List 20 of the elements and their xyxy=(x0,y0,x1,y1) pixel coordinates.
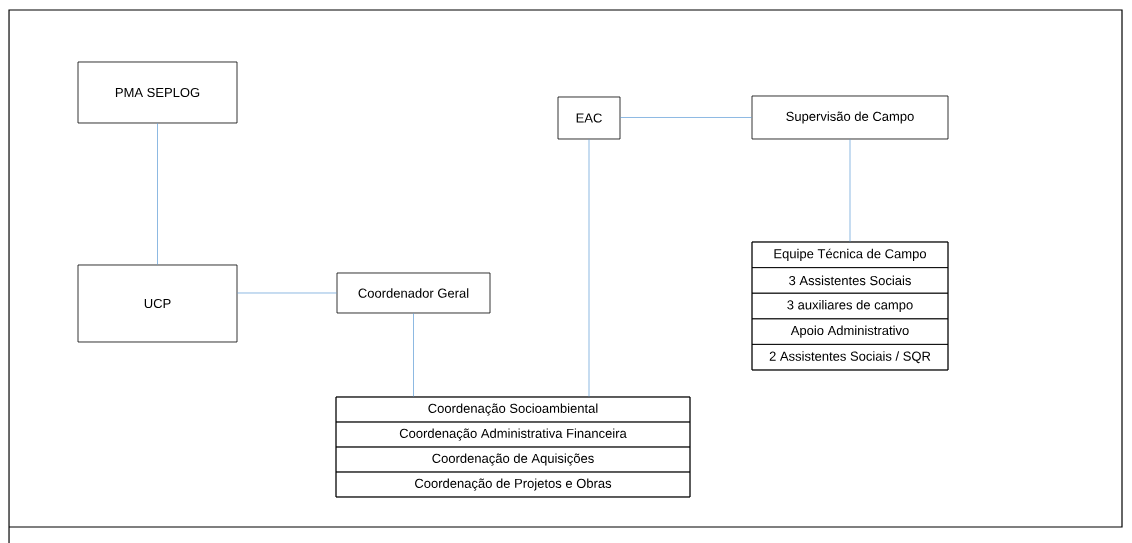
connector-line xyxy=(237,292,337,294)
org-box: PMA SEPLOG xyxy=(77,61,238,124)
table-row: 2 Assistentes Sociais / SQR xyxy=(751,344,949,371)
connector-line xyxy=(588,139,590,397)
table-row: Equipe Técnica de Campo xyxy=(751,241,949,268)
table-row: Coordenação Administrativa Financeira xyxy=(335,421,691,448)
org-box: Coordenador Geral xyxy=(336,272,491,314)
connector-line xyxy=(157,123,158,265)
table-row: Apoio Administrativo xyxy=(751,318,949,345)
table-row: Coordenação de Aquisições xyxy=(335,446,691,473)
org-box: UCP xyxy=(77,264,238,343)
table-row: 3 auxiliares de campo xyxy=(751,292,949,320)
org-box: Supervisão de Campo xyxy=(751,95,949,140)
table-row: Coordenação de Projetos e Obras xyxy=(335,471,691,498)
connector-line xyxy=(620,117,752,118)
table-row: Coordenação Socioambiental xyxy=(335,396,691,423)
org-box: EAC xyxy=(557,96,621,140)
connector-line xyxy=(413,313,414,397)
connector-line xyxy=(849,139,851,242)
table-row: 3 Assistentes Sociais xyxy=(751,267,949,294)
